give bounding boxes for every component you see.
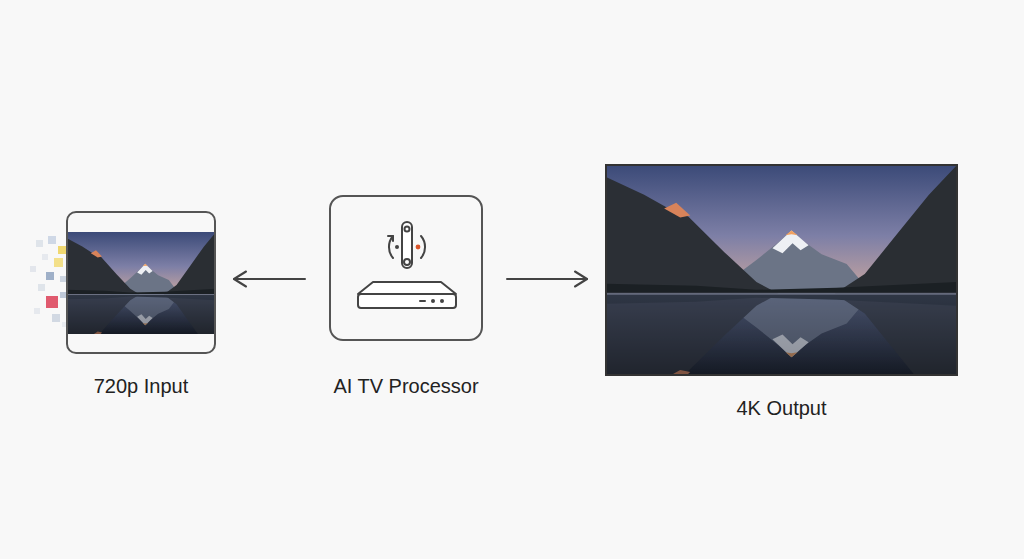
probe-bulb — [404, 259, 410, 265]
pixel — [58, 246, 66, 254]
pixel — [54, 258, 63, 267]
node-label: 4K Output — [736, 396, 826, 420]
flow-arrow — [507, 278, 587, 280]
pixel — [42, 254, 48, 260]
processor-box: AI TV Processor — [329, 195, 483, 341]
pixel-noise — [30, 236, 67, 327]
input-picture — [66, 232, 216, 357]
pixel — [48, 236, 56, 244]
pixel — [46, 296, 58, 308]
device-top — [358, 282, 456, 294]
pixel — [46, 272, 54, 280]
status-dot — [416, 245, 421, 250]
device-light — [431, 299, 435, 303]
pixel — [30, 266, 36, 272]
pixel — [34, 308, 40, 314]
tv-screen: 4K Output — [605, 164, 958, 376]
cycle-arc — [389, 236, 393, 258]
node-label: 720p Input — [94, 374, 189, 398]
device-slot — [420, 300, 425, 302]
device-front — [358, 294, 456, 308]
device-light — [440, 299, 444, 303]
probe-top — [405, 227, 410, 232]
cycle-arc — [421, 236, 425, 258]
probe-stem — [402, 222, 412, 268]
processor-icon — [358, 222, 456, 308]
pixel — [38, 284, 45, 291]
node-label: AI TV Processor — [333, 374, 478, 398]
cycle-arrowhead — [388, 236, 393, 241]
pixel — [36, 240, 43, 247]
pixel — [52, 314, 60, 322]
input-frame: 720p Input — [66, 211, 216, 354]
status-dot — [395, 245, 399, 249]
output-picture — [606, 165, 957, 423]
flow-arrow — [234, 278, 305, 280]
